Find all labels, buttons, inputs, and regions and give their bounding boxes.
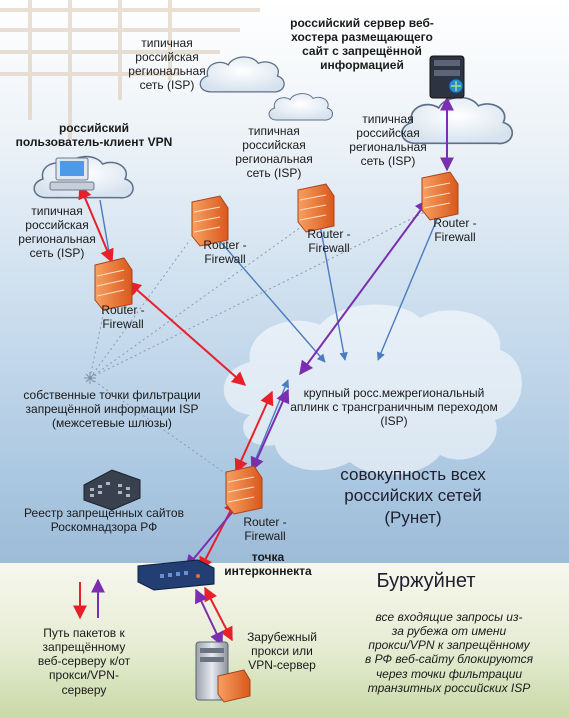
router-firewall-4-label: Router - Firewall: [433, 216, 477, 245]
foreign-proxy-label: Зарубежный прокси или VPN-сервер: [247, 630, 317, 673]
firewall-1-icon: [94, 257, 133, 311]
host-server-label: российский сервер веб- хостера размещающ…: [290, 16, 434, 73]
runet-label: совокупность всех российских сетей (Руне…: [340, 465, 486, 527]
isp-cloud-mid: [268, 93, 334, 121]
interconnect-label: точка интерконнекта: [224, 550, 312, 579]
isp-top-label: типичная российская региональная сеть (I…: [128, 36, 206, 93]
burzhuinet-label: Буржуйнет: [376, 570, 476, 592]
firewall-5-icon: [225, 465, 263, 515]
isp-left-label: типичная российская региональная сеть (I…: [18, 204, 96, 261]
firewall-2-icon: [191, 195, 229, 247]
filter-points-label: собственные точки фильтрации запрещённой…: [23, 388, 201, 431]
interconnect-switch-icon: [137, 559, 215, 591]
router-firewall-2-label: Router - Firewall: [203, 238, 247, 267]
note-label: все входящие запросы из- за рубежа от им…: [364, 610, 533, 695]
firewall-3-icon: [297, 183, 335, 233]
uplink-label: крупный росс.межрегиональный аплинк с тр…: [290, 386, 498, 429]
router-firewall-5-label: Router - Firewall: [243, 515, 287, 544]
grid-decoration: [0, 0, 260, 140]
filter-point-icon: [84, 372, 96, 384]
web-server-icon: [429, 55, 465, 99]
registry-building-icon: [83, 469, 141, 511]
vpn-client-label: российский пользователь-клиент VPN: [15, 121, 173, 150]
foreign-proxy-server-icon: [195, 641, 251, 703]
router-firewall-3-label: Router - Firewall: [307, 227, 351, 256]
router-firewall-1-label: Router - Firewall: [101, 303, 145, 332]
registry-label: Реестр запрещённых сайтов Роскомнадзора …: [24, 506, 184, 535]
runet-cloud: [223, 304, 522, 475]
vpn-client-computer-icon: [49, 157, 95, 191]
packet-path-label: Путь пакетов к запрещённому веб-серверу …: [37, 626, 131, 697]
isp-right-label: типичная российская региональная сеть (I…: [349, 112, 427, 169]
isp-mid-label: типичная российская региональная сеть (I…: [235, 124, 313, 181]
purple-packet-path: [91, 96, 454, 647]
firewall-4-icon: [421, 171, 459, 221]
